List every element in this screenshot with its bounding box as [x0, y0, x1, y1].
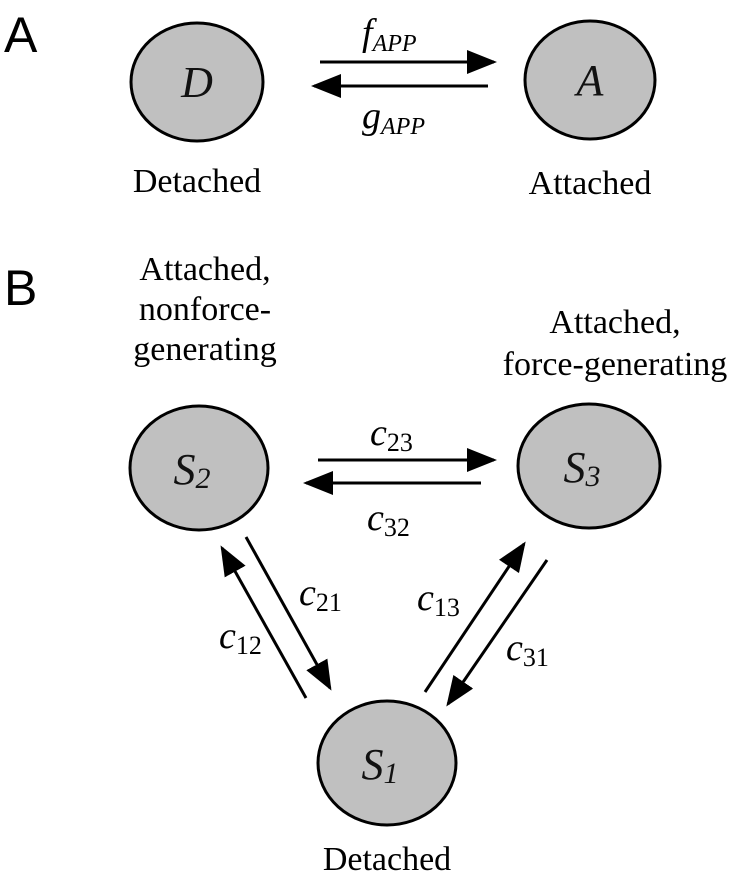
rate-c31: c31: [506, 627, 549, 672]
caption-s3-line2: force-generating: [503, 346, 728, 383]
panel-a-label: A: [4, 7, 38, 63]
state-d-symbol: D: [180, 58, 213, 107]
state-a-symbol: A: [574, 56, 605, 105]
arrow-c13: [423, 541, 526, 693]
arrow-c31: [446, 559, 549, 707]
state-s2-symbol: S2: [174, 445, 211, 495]
state-s3-symbol: S3: [564, 443, 601, 493]
state-a-node: [523, 19, 657, 141]
arrow-c12: [220, 545, 308, 699]
caption-s2-line2: nonforce-: [139, 291, 271, 328]
state-s3-node: [516, 402, 662, 530]
state-s3: S3: [516, 402, 662, 530]
state-s1-node: [316, 699, 458, 827]
rate-g-app: gAPP: [362, 95, 425, 140]
state-s1: S1: [316, 699, 458, 827]
rate-f-app: fAPP: [362, 12, 417, 57]
caption-s2-line1: Attached,: [139, 251, 270, 288]
rate-c13: c13: [417, 577, 460, 622]
caption-s1: Detached: [323, 841, 451, 878]
caption-detached-a: Detached: [133, 163, 261, 200]
state-s2: S2: [128, 404, 270, 532]
caption-s2-line3: generating: [133, 331, 277, 368]
state-s2-node: [128, 404, 270, 532]
arrow-c21: [244, 536, 332, 691]
caption-s3-line1: Attached,: [549, 304, 680, 341]
state-d-node: [129, 21, 265, 143]
rate-c32: c32: [367, 497, 410, 542]
rate-c12: c12: [219, 615, 262, 660]
rate-c21: c21: [299, 572, 342, 617]
panel-b-label: B: [4, 260, 37, 316]
state-d: D: [129, 21, 265, 143]
caption-attached-a: Attached: [529, 165, 652, 202]
rate-c23: c23: [370, 412, 413, 457]
state-a: A: [523, 19, 657, 141]
state-s1-symbol: S1: [362, 740, 399, 790]
